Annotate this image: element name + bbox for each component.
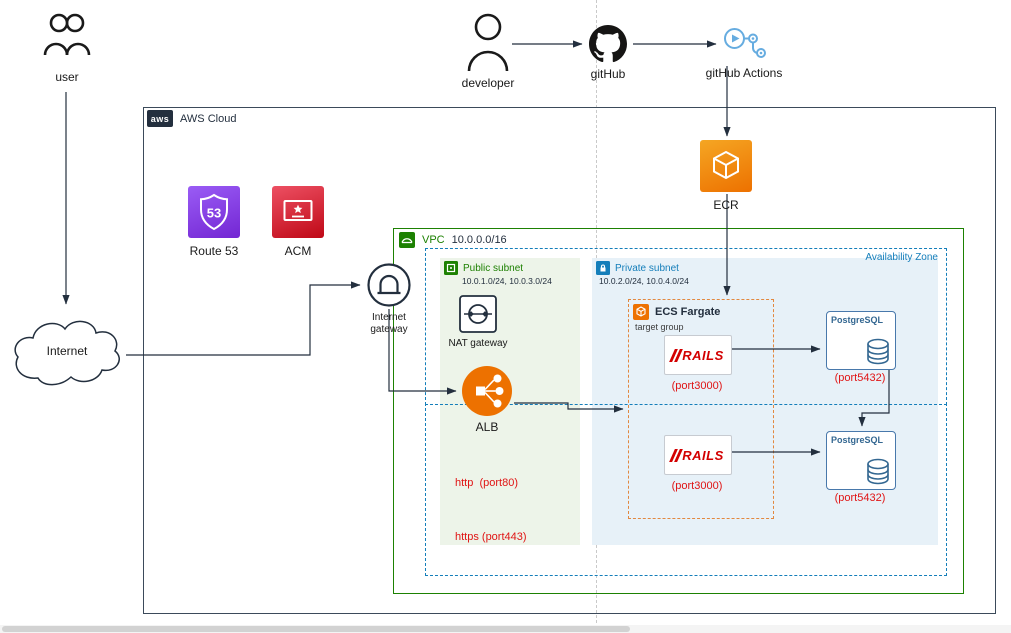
- rails-logo: RAILS: [669, 347, 724, 363]
- ecs-fargate-icon: [633, 304, 649, 320]
- horizontal-scrollbar-thumb[interactable]: [2, 626, 630, 632]
- postgres2-port-label: (port5432): [834, 492, 886, 504]
- users-icon: [43, 13, 91, 56]
- vpc-label: VPC: [422, 234, 445, 246]
- rails-app-1: RAILS: [664, 335, 732, 375]
- alb-port-lines: http (port80) https (port443): [455, 438, 527, 582]
- rails-logo: RAILS: [669, 447, 724, 463]
- private-subnet-cidr: 10.0.2.0/24, 10.0.4.0/24: [599, 276, 689, 286]
- internet-gateway-label: Internet gateway: [370, 312, 408, 335]
- internet-label: Internet: [46, 344, 88, 358]
- postgresql-db-2: PostgreSQL: [826, 431, 896, 490]
- postgresql-db-icon: [867, 338, 889, 365]
- github-label: gitHub: [590, 67, 626, 81]
- target-group-box: [628, 299, 774, 519]
- ecs-fargate-label: ECS Fargate: [655, 306, 721, 318]
- public-subnet-icon: [444, 261, 458, 275]
- private-subnet-header: Private subnet: [596, 261, 679, 275]
- route53-icon: 53: [188, 186, 240, 238]
- github-actions-label: gitHub Actions: [705, 66, 783, 80]
- aws-cloud-label: AWS Cloud: [180, 112, 237, 125]
- aws-cloud-header: aws AWS Cloud: [147, 110, 236, 127]
- postgres1-port-label: (port5432): [834, 372, 886, 384]
- user-label: user: [55, 70, 79, 84]
- route53-label: Route 53: [189, 244, 239, 258]
- public-subnet-label: Public subnet: [463, 262, 524, 274]
- developer-label: developer: [461, 76, 515, 90]
- postgresql-db-1: PostgreSQL: [826, 311, 896, 370]
- acm-label: ACM: [284, 244, 312, 258]
- ecs-fargate-header: ECS Fargate: [633, 304, 720, 320]
- github-actions-icon: [724, 28, 766, 58]
- route53-badge: 53: [207, 206, 221, 221]
- vpc-group: [393, 228, 964, 594]
- internet-gateway-icon: [367, 263, 411, 307]
- availability-zone-2: [425, 403, 947, 576]
- postgresql-db-icon: [867, 458, 889, 485]
- acm-icon: [272, 186, 324, 238]
- vpc-icon: [399, 232, 415, 248]
- vpc-cidr: 10.0.0.0/16: [451, 234, 507, 246]
- rails-logo-text: RAILS: [682, 347, 724, 363]
- private-subnet-icon: [596, 261, 610, 275]
- postgresql-logo-text: PostgreSQL: [831, 315, 884, 325]
- ecr-label: ECR: [713, 198, 739, 212]
- target-group-label: target group: [635, 322, 684, 332]
- rails1-port-label: (port3000): [671, 380, 723, 392]
- alb-label: ALB: [475, 420, 499, 434]
- nat-gateway-icon: [459, 295, 497, 333]
- alb-https-line: https (port443): [455, 531, 527, 543]
- rails-app-2: RAILS: [664, 435, 732, 475]
- aws-cloud-group: [143, 107, 996, 614]
- rails-logo-text: RAILS: [682, 447, 724, 463]
- postgresql-logo-text: PostgreSQL: [831, 435, 884, 445]
- developer-icon: [467, 13, 509, 72]
- vpc-header: VPC 10.0.0.0/16: [399, 232, 507, 248]
- nat-gateway-label: NAT gateway: [448, 338, 508, 349]
- ecr-icon: [700, 140, 752, 192]
- public-subnet-cidr: 10.0.1.0/24, 10.0.3.0/24: [462, 276, 552, 286]
- internet-cloud-shape: [14, 320, 120, 386]
- alb-http-line: http (port80): [455, 477, 518, 489]
- private-subnet-label: Private subnet: [615, 262, 679, 274]
- rails2-port-label: (port3000): [671, 480, 723, 492]
- alb-icon: [462, 366, 512, 416]
- availability-zone-label: Availability Zone: [865, 252, 938, 263]
- github-icon: [589, 25, 627, 63]
- aws-cloud-logo: aws: [147, 110, 173, 127]
- public-subnet-header: Public subnet: [444, 261, 523, 275]
